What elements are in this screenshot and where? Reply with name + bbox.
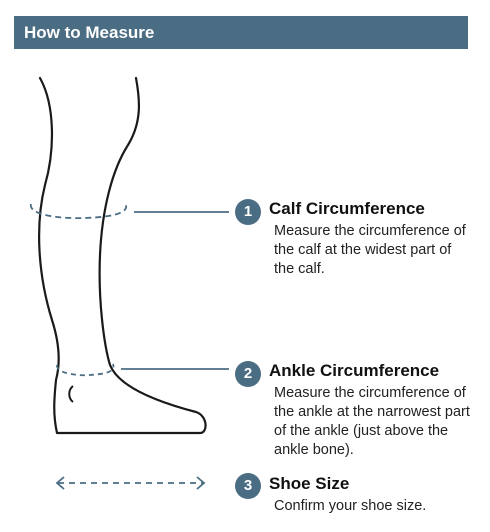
leg-outline	[38, 76, 207, 435]
step-description: Confirm your shoe size.	[274, 498, 427, 514]
step-title: Ankle Circumference	[269, 361, 440, 380]
step-number-badge: 3	[235, 473, 261, 499]
page-title: How to Measure	[14, 16, 468, 49]
calf-measure-line	[30, 203, 127, 220]
step-number-badge: 2	[235, 361, 261, 387]
step-title: Calf Circumference	[269, 199, 425, 218]
step-number-badge: 1	[235, 199, 261, 225]
double-arrow-icon	[55, 476, 206, 490]
step-title: Shoe Size	[269, 474, 350, 493]
step-description: Measure the circumference of the calf at…	[274, 223, 466, 277]
step-description: Measure the circumference of the ankle a…	[274, 385, 470, 458]
ankle-bone-mark	[68, 385, 74, 403]
ankle-measure-line	[56, 363, 115, 377]
